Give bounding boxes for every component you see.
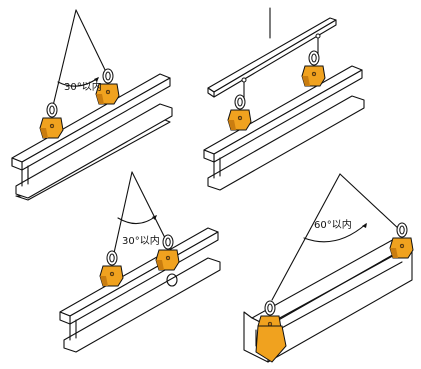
angle-label-1: 30°以内 [64, 80, 102, 93]
diagram-4-vertical-clamp-lift: 60°以内 [243, 173, 414, 363]
clamp-3a [99, 250, 124, 287]
diagram-3-two-point-lift: 30°以内 [59, 171, 221, 353]
diagram-2-spreader-beam-lift [203, 7, 365, 191]
angle-label-4: 60°以内 [314, 218, 352, 231]
clamp-2b [301, 50, 326, 87]
clamp-2a [227, 94, 252, 131]
clamp-1a [39, 102, 64, 139]
diagram-1-two-point-lift: 30°以内 [11, 9, 173, 201]
angle-label-3: 30°以内 [122, 234, 160, 247]
clamp-4b [389, 222, 414, 259]
